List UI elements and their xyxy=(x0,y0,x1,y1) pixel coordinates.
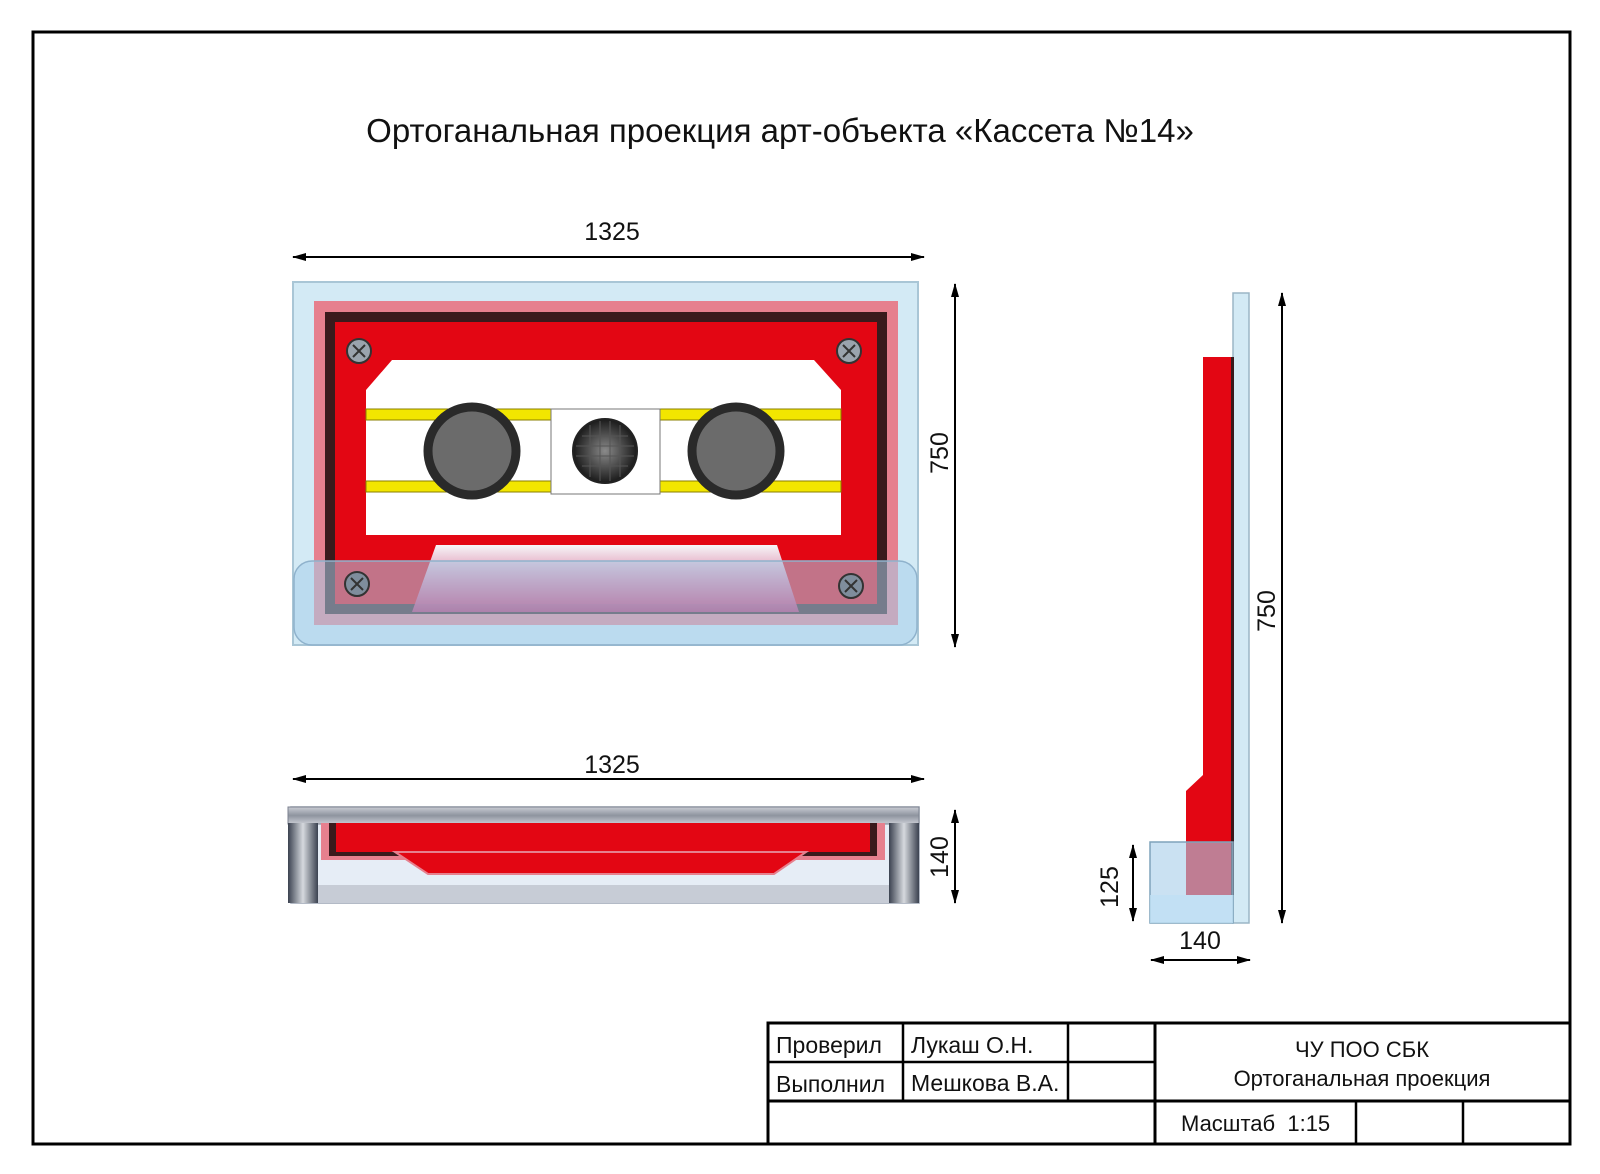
screw-bottom-left xyxy=(344,571,370,597)
side-view xyxy=(1149,292,1250,924)
top-cassette-body xyxy=(336,823,870,852)
top-endcap-left xyxy=(288,823,318,903)
top-acrylic-bar xyxy=(287,806,920,825)
title-block xyxy=(766,1021,1572,1146)
top-bottom-strip xyxy=(291,885,919,903)
side-acrylic-panel xyxy=(1232,292,1250,924)
speaker-mesh-icon xyxy=(572,418,638,484)
speaker-grid xyxy=(576,421,634,481)
stamp-document-title: Ортоганальная проекция xyxy=(1234,1066,1491,1091)
dim-side-height: 750 xyxy=(1253,590,1281,632)
side-stand-base xyxy=(1150,895,1233,923)
dim-top-depth: 140 xyxy=(926,836,954,878)
dim-side-stand-height: 125 xyxy=(1096,866,1124,908)
stamp-checked-name: Лукаш О.Н. xyxy=(911,1032,1033,1058)
stamp-scale: Масштаб 1:15 xyxy=(1181,1111,1330,1136)
dim-front-width: 1325 xyxy=(584,218,640,246)
top-cassette-lip xyxy=(391,851,810,875)
stamp-done-name: Мешкова В.А. xyxy=(911,1070,1059,1096)
front-view xyxy=(292,281,919,646)
acrylic-base-front xyxy=(293,560,918,646)
top-view xyxy=(287,806,920,904)
screw-top-right xyxy=(836,338,862,364)
stamp-organization: ЧУ ПОО СБК xyxy=(1295,1037,1429,1062)
reel-right xyxy=(687,402,785,500)
page-title: Ортоганальная проекция арт-объекта «Касс… xyxy=(366,112,1194,149)
dim-top-width: 1325 xyxy=(584,751,640,779)
reel-left xyxy=(423,402,521,500)
stamp-checked-label: Проверил xyxy=(776,1032,882,1058)
side-cassette-shadow xyxy=(1231,357,1234,895)
dim-front-height: 750 xyxy=(926,432,954,474)
screw-top-left xyxy=(346,338,372,364)
dim-side-depth: 140 xyxy=(1179,927,1221,955)
side-cassette-body xyxy=(1203,357,1233,895)
top-endcap-right xyxy=(889,823,919,903)
screw-bottom-right xyxy=(838,573,864,599)
stamp-done-label: Выполнил xyxy=(776,1071,885,1097)
